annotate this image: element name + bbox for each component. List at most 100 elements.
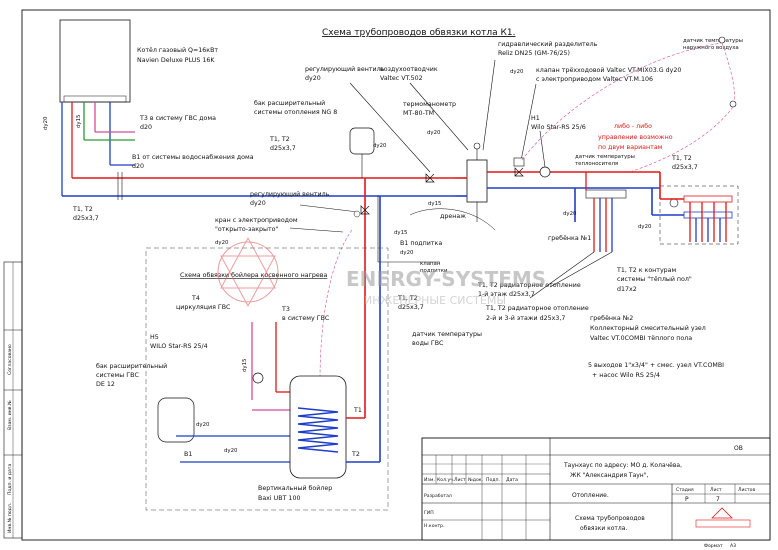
dim-dy20-comb2: dy20 (638, 224, 652, 230)
role-developer: Разработал (424, 493, 452, 499)
thermo-label-1: термоманометр (403, 101, 456, 108)
dim-dy20-exp-dhw: dy20 (196, 422, 210, 428)
exp-dhw-label-2: системы ГВС (96, 372, 139, 379)
b1-label-1: В1 от системы водоснабжения дома (132, 153, 254, 161)
t1t2-left-label-1: Т1, Т2 (72, 206, 93, 213)
rad-label-2: 2-й и 3-й этажи d25х3,7 (486, 314, 565, 322)
pump-h5 (252, 372, 264, 384)
comb2-label-5: + насос Wilo RS 25/4 (592, 372, 660, 379)
manifold-1 (585, 189, 627, 252)
dhw-t4-label-1: Т4 (191, 295, 200, 302)
t1t2-mid-label-2: d25х3,7 (398, 304, 424, 311)
dim-dy20-hydro: dy20 (510, 69, 524, 75)
b1-fill-label-1: В1 подпитка (400, 240, 442, 247)
red-note-2: управление возможно (598, 134, 673, 141)
hydro-label-1: гидравлический разделитель (498, 40, 598, 48)
comb2-label-1: гребёнка №2 (590, 314, 633, 322)
dhw-scheme-title: Схема обвязки бойлера косвенного нагрева (180, 271, 327, 279)
b1-label-2: d20 (132, 163, 144, 170)
drawing-title: Схема трубопроводов обвязки котла К1. (322, 28, 515, 38)
indirect-boiler-tank (289, 375, 347, 479)
outdoor-sensor-label-1: датчик температуры (683, 38, 743, 44)
col-kol: Кол.уч. (437, 477, 454, 483)
side-stamp-inv: Инв.№ подл. (7, 503, 13, 533)
watermark: ENERGY-SYSTEMS ИНЖЕНЕРНЫЕ СИСТЕМЫ (217, 236, 546, 308)
comb2-label-3: Valtec VT.0COMBI тёплого пола (590, 334, 692, 342)
t3-label-1: Т3 в систему ГВС дома (139, 115, 216, 122)
dhw-sensor-label-2: воды ГВС (412, 340, 444, 347)
exp-dhw-label-1: бак расширительный (96, 362, 167, 370)
reg-valve-label-1: регулирующий вентиль (305, 65, 385, 73)
exp-tank-label-2: системы отопления NG 8 (254, 109, 337, 116)
dhw-t4-label-2: циркуляция ГВС (176, 304, 231, 311)
crane-label-3: dy20 (215, 240, 229, 246)
boiler-label-2: Navien Deluxe PLUS 16K (137, 57, 215, 64)
t1t2-right-label-2: d25х3,7 (672, 164, 698, 171)
dim-dy15-boiler: dy15 (76, 115, 82, 128)
section-name: Отопление. (572, 492, 609, 499)
col-sign: Подп. (486, 477, 500, 483)
boiler-label-1: Котёл газовый Q=16кВт (137, 46, 218, 54)
outdoor-sensor-icon (718, 36, 726, 44)
stage-header: Стадия (676, 487, 694, 493)
rad1f-label-1: Т1, Т2 радиаторное отопление (477, 282, 581, 289)
pump-h1 (539, 166, 551, 178)
h5-label-2: WILO Star-RS 25/4 (150, 343, 208, 350)
t2-label: Т2 (351, 451, 360, 458)
col-doc: №док. (468, 477, 483, 483)
floor-label-1: Т1, Т2 к контурам (616, 267, 677, 274)
exp-dhw-label-3: DE 12 (96, 381, 115, 388)
makeup-ctrl-label-1: клапан (420, 261, 441, 267)
valve3-label-2: с электроприводом Valtec VT.M.106 (536, 76, 653, 83)
watermark-line1: ENERGY-SYSTEMS (346, 267, 546, 291)
valve-on-supply (353, 205, 370, 218)
dim-dy20-boiler: dy20 (43, 116, 49, 130)
t1t2-top-label-2: d25х3,7 (270, 145, 296, 152)
expansion-tank-dhw (157, 397, 195, 443)
col-list: Лист (454, 477, 466, 483)
rad-label-1: Т1, Т2 радиаторное отопление (485, 305, 589, 312)
reg-valve2-label-2: dy20 (250, 200, 266, 207)
dim-dy15-drain: dy15 (428, 201, 441, 207)
rad1f-label-2: 1-й этаж d25х3,7 (478, 290, 535, 298)
side-stamp-sign: Подп. и дата (7, 464, 13, 495)
format-label: Формат (704, 543, 723, 549)
coolant-sensor-label-2: теплоносителя (575, 161, 618, 167)
address-line-2: ЖК "Александрия Таун", (570, 472, 648, 479)
drawing-name-1: Схема трубопроводов (575, 515, 645, 522)
h1-label-1: Н1 (531, 115, 540, 122)
crane-label-1: кран с электроприводом (215, 217, 298, 224)
air-vent-label-1: воздухоотводчик (380, 66, 438, 73)
t1t2-mid-label-1: Т1, Т2 (397, 295, 418, 302)
role-norm: Н.контр. (424, 523, 445, 529)
sheets-header: Листов (738, 487, 755, 493)
sheet-value: 7 (716, 496, 720, 503)
side-stamp-replace: Взам. инв.№ (7, 400, 13, 430)
gas-boiler: Котёл газовый Q=16кВт Navien Deluxe PLUS… (59, 19, 218, 103)
dhw-t3-label-2: в систему ГВС (282, 315, 330, 322)
coolant-sensor-label-1: датчик температуры (575, 154, 635, 160)
valve-3way (513, 157, 525, 177)
h5-label-1: Н5 (150, 334, 159, 341)
dim-dy20-b1: dy20 (224, 448, 238, 454)
format-value: А3 (730, 543, 736, 549)
dim-dy15-fill: dy15 (394, 230, 407, 236)
t1-label: Т1 (353, 407, 362, 414)
reg-valve-label-2: dy20 (305, 75, 321, 82)
comb2-label-2: Коллекторный смесительный узел (590, 324, 706, 332)
boiler-ind-label-2: Baxi UBT 100 (258, 495, 300, 502)
side-stamp-agreed: Согласовано (7, 344, 13, 375)
sheet-code: ОВ (734, 445, 743, 452)
outdoor-sensor-label-2: наружного воздуха (683, 45, 739, 51)
stage-value: Р (685, 496, 689, 503)
red-note-1: либо - либо (614, 122, 652, 130)
hydro-label-2: Reliz DN25 (GM-76/25) (498, 50, 570, 57)
dhw-scheme-boundary (145, 247, 389, 511)
comb1-label: гребёнка №1 (548, 234, 591, 242)
makeup-ctrl-label-2: подпитки (420, 268, 448, 274)
sheet-header: Лист (710, 487, 722, 493)
air-vent-label-2: Valtec VT.502 (380, 75, 423, 82)
h1-label-2: Wilo Star-RS 25/6 (531, 124, 586, 131)
drain-label: дренаж (440, 213, 466, 220)
